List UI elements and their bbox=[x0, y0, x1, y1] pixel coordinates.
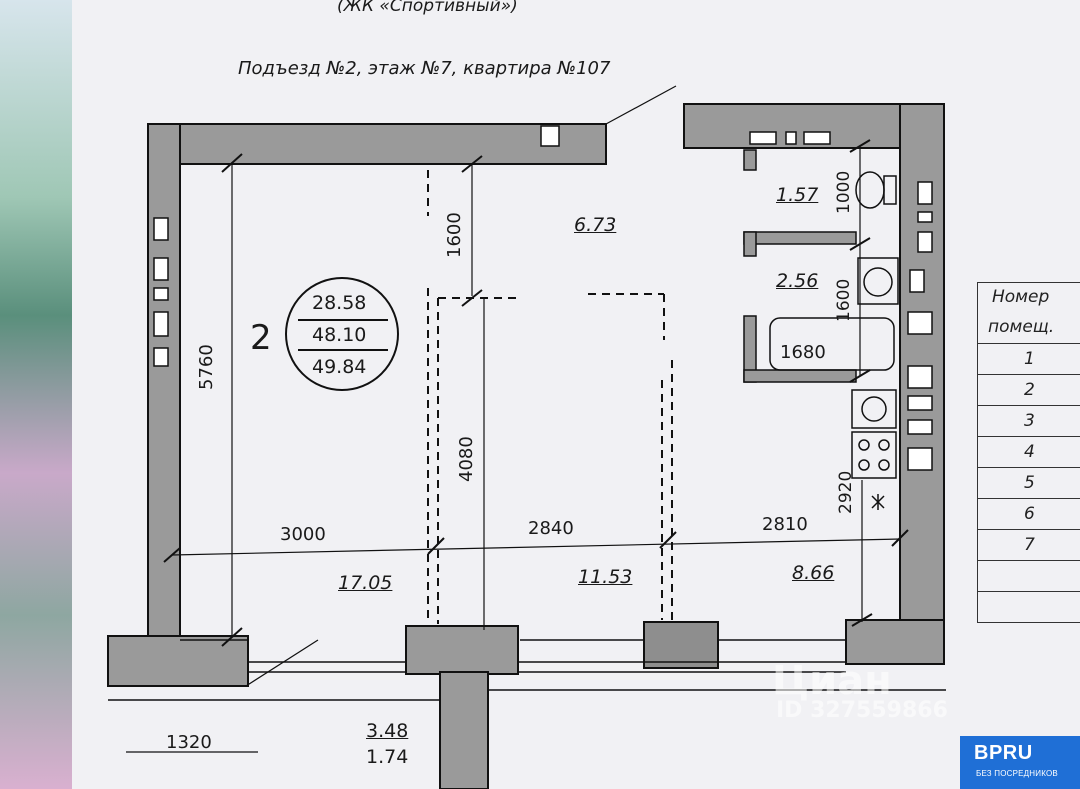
table-header-line2: помещ. bbox=[988, 317, 1055, 337]
area-circle bbox=[285, 277, 399, 391]
wall-bottom-left bbox=[107, 635, 249, 687]
table-cell: 4 bbox=[1024, 442, 1035, 462]
table-cell: 2 bbox=[1024, 380, 1035, 400]
table-row bbox=[977, 592, 1080, 623]
bpru-badge[interactable]: BPRU БЕЗ ПОСРЕДНИКОВ bbox=[960, 736, 1080, 789]
dim-2840: 2840 bbox=[528, 518, 574, 539]
table-row: 7 bbox=[977, 530, 1080, 561]
wall-pillar bbox=[405, 625, 519, 675]
dim-4080: 4080 bbox=[456, 436, 477, 482]
table-row: 1 bbox=[977, 344, 1080, 375]
area-with-balcony: 49.84 bbox=[312, 356, 367, 378]
table-row: 5 bbox=[977, 468, 1080, 499]
complex-name: (ЖК «Спортивный») bbox=[337, 0, 518, 16]
wall-bottom-right bbox=[845, 619, 945, 665]
room-area-bath: 2.56 bbox=[776, 270, 819, 292]
room-area-hall: 6.73 bbox=[574, 214, 617, 236]
room-area-middle: 11.53 bbox=[578, 566, 633, 588]
bpru-subtitle: БЕЗ ПОСРЕДНИКОВ bbox=[976, 769, 1058, 778]
room-number-table: Номер помещ. 1 2 3 4 5 6 7 bbox=[977, 282, 1080, 632]
table-cell: 3 bbox=[1024, 411, 1035, 431]
toilet bbox=[855, 171, 897, 209]
dim-1600-hall: 1600 bbox=[444, 212, 465, 258]
wall-pillar-lower bbox=[439, 671, 489, 789]
apartment-location: Подъезд №2, этаж №7, квартира №107 bbox=[238, 58, 611, 79]
dim-5760: 5760 bbox=[196, 344, 217, 390]
apartment-number: 2 bbox=[250, 318, 272, 358]
table-cell: 7 bbox=[1024, 535, 1035, 555]
table-cell: 5 bbox=[1024, 473, 1035, 493]
table-header: Номер помещ. bbox=[977, 282, 1080, 344]
table-row: 3 bbox=[977, 406, 1080, 437]
stove bbox=[851, 431, 897, 479]
room-area-wc: 1.57 bbox=[776, 184, 819, 206]
dim-3000: 3000 bbox=[280, 524, 326, 545]
bath-sink bbox=[857, 257, 899, 305]
table-cell: 6 bbox=[1024, 504, 1035, 524]
dim-1000: 1000 bbox=[834, 170, 854, 214]
table-header-line1: Номер bbox=[992, 287, 1050, 307]
window-block bbox=[643, 621, 719, 669]
watermark-brand: Циан bbox=[772, 658, 892, 704]
room-area-left: 17.05 bbox=[338, 572, 393, 594]
bpru-logo: BPRU bbox=[974, 742, 1033, 764]
dim-2810: 2810 bbox=[762, 514, 808, 535]
balcony-reduced-area: 1.74 bbox=[366, 746, 409, 768]
table-row: 4 bbox=[977, 437, 1080, 468]
area-total: 48.10 bbox=[312, 324, 367, 346]
dim-1680: 1680 bbox=[780, 342, 826, 363]
wall-top-left bbox=[147, 123, 607, 165]
area-living: 28.58 bbox=[312, 292, 367, 314]
wall-left bbox=[147, 123, 181, 645]
balcony-area: 3.48 bbox=[366, 720, 409, 742]
table-row: 2 bbox=[977, 375, 1080, 406]
table-cell: 1 bbox=[1024, 349, 1035, 369]
dim-2920: 2920 bbox=[836, 470, 856, 514]
bathtub bbox=[769, 317, 895, 371]
background-fabric bbox=[0, 0, 80, 789]
dim-1600-bath: 1600 bbox=[834, 278, 854, 322]
watermark-id: ID 327559866 bbox=[776, 698, 948, 723]
kitchen-sink bbox=[851, 389, 897, 429]
dim-1320: 1320 bbox=[166, 732, 212, 753]
table-row bbox=[977, 561, 1080, 592]
table-row: 6 bbox=[977, 499, 1080, 530]
room-area-kitchen: 8.66 bbox=[792, 562, 835, 584]
